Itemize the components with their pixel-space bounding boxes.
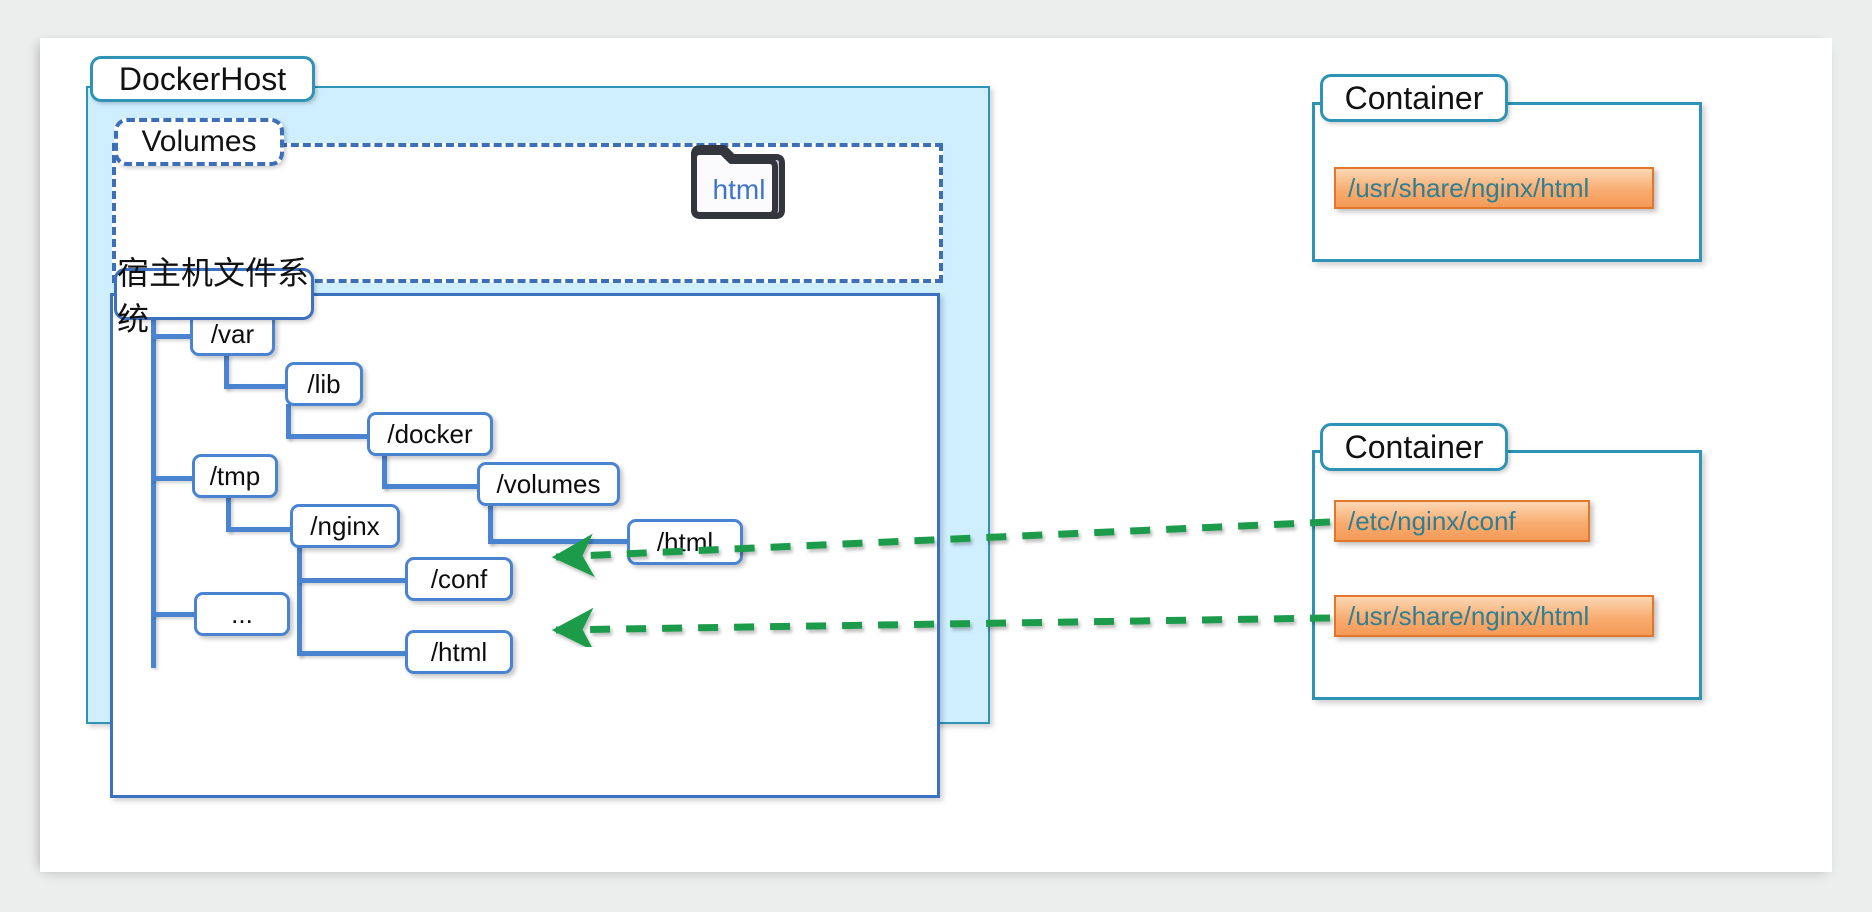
container-2-title: Container: [1320, 423, 1508, 471]
tree-node-tmp[interactable]: /tmp: [192, 454, 278, 498]
tree-connector-lib-docker-h: [286, 434, 368, 439]
diagram-canvas: /var /lib /docker /volumes /html /tmp /n…: [40, 38, 1832, 872]
container-path-label: /usr/share/nginx/html: [1348, 172, 1590, 203]
volumes-title-text: Volumes: [141, 125, 257, 158]
dockerhost-title-text: DockerHost: [118, 60, 287, 97]
container-1-title: Container: [1320, 74, 1508, 122]
dockerhost-title: DockerHost: [90, 56, 315, 102]
tree-node-label: /volumes: [496, 468, 601, 499]
tree-connector-var: [151, 334, 191, 339]
container-1-path-1[interactable]: /usr/share/nginx/html: [1334, 167, 1654, 209]
tree-connector-trunk: [151, 306, 156, 668]
folder-icon: [691, 145, 785, 219]
tree-connector-var-lib: [224, 354, 229, 389]
tree-node-nginx[interactable]: /nginx: [290, 504, 400, 548]
tree-connector-volumes-html-h: [488, 539, 628, 544]
tree-node-tmp-html[interactable]: /html: [405, 630, 513, 674]
tree-node-label: /var: [210, 318, 255, 349]
tree-connector-volumes-html: [488, 504, 493, 544]
tree-node-conf[interactable]: /conf: [405, 557, 513, 601]
tree-node-label: /html: [430, 636, 488, 667]
volume-folder[interactable]: html: [688, 144, 792, 224]
volume-folder-label: html: [712, 174, 766, 205]
tree-node-label: /nginx: [310, 510, 380, 541]
volumes-region: [112, 143, 943, 283]
tree-node-label: /lib: [307, 368, 341, 399]
container-2-path-1[interactable]: /etc/nginx/conf: [1334, 500, 1590, 542]
tree-connector-tmp-nginx: [226, 496, 231, 532]
host-filesystem-region: [110, 293, 940, 798]
container-title-text: Container: [1344, 428, 1484, 465]
tree-node-volumes-html[interactable]: /html: [627, 519, 743, 565]
container-2-path-2[interactable]: /usr/share/nginx/html: [1334, 595, 1654, 637]
tree-node-label: /conf: [430, 563, 488, 594]
tree-node-label: /docker: [387, 418, 473, 449]
tree-connector-tmp: [151, 476, 193, 481]
container-card-2: [1312, 450, 1702, 700]
tree-node-lib[interactable]: /lib: [285, 362, 363, 406]
tree-node-volumes[interactable]: /volumes: [477, 462, 620, 506]
tree-node-docker[interactable]: /docker: [367, 412, 493, 456]
tree-connector-ellipsis: [151, 612, 195, 617]
tree-node-label: ...: [231, 598, 253, 629]
tree-connector-tmp-nginx-h: [226, 527, 292, 532]
volumes-title: Volumes: [114, 118, 284, 166]
tree-connector-nginx-conf: [297, 578, 407, 583]
tree-node-label: /html: [656, 526, 714, 557]
tree-connector-docker-volumes: [382, 454, 387, 489]
tree-connector-var-lib-h: [224, 384, 286, 389]
tree-node-label: /tmp: [209, 460, 261, 491]
host-filesystem-title-text: 宿主机文件系统: [117, 255, 310, 337]
container-path-label: /usr/share/nginx/html: [1348, 600, 1590, 631]
container-title-text: Container: [1344, 79, 1484, 116]
tree-connector-nginx-spine: [297, 546, 302, 656]
container-path-label: /etc/nginx/conf: [1348, 505, 1516, 536]
tree-node-ellipsis[interactable]: ...: [194, 592, 290, 636]
tree-connector-docker-volumes-h: [382, 484, 478, 489]
tree-connector-nginx-html: [297, 651, 407, 656]
tree-connector-lib-docker: [286, 404, 291, 439]
host-filesystem-title: 宿主机文件系统: [114, 255, 314, 337]
